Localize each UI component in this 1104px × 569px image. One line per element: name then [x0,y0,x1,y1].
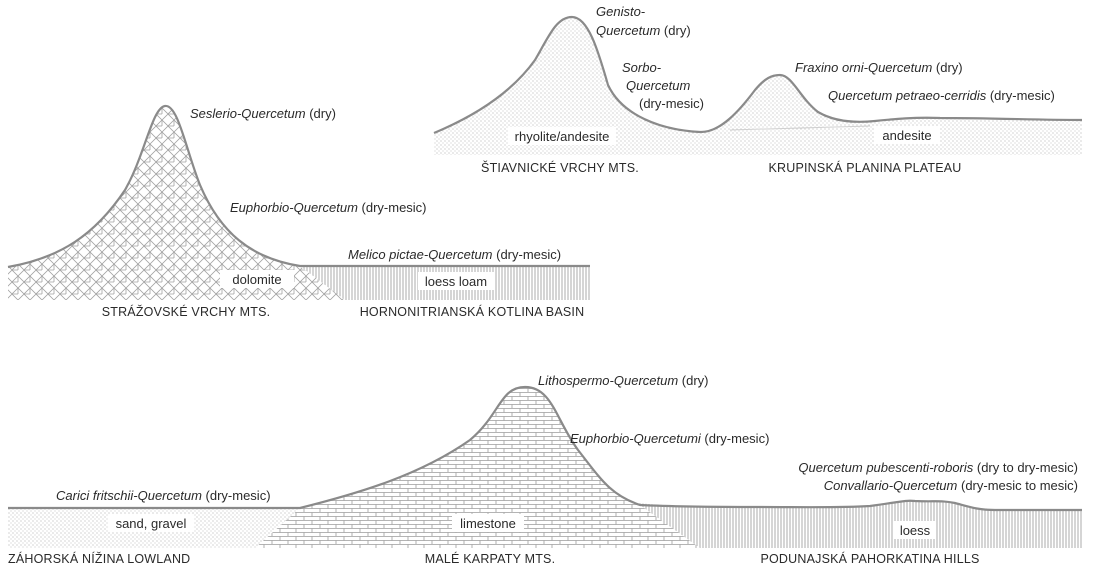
region-hornonitrianska-kotlina: HORNONITRIANSKÁ KOTLINA BASIN [360,304,585,319]
rock-label-dolomite: dolomite [232,272,281,287]
rock-label-limestone: limestone [460,516,516,531]
region-krupinska-planina: KRUPINSKÁ PLANINA PLATEAU [768,160,961,175]
profile-line-bottom [8,385,1082,512]
rock-label-rhyolite-andesite: rhyolite/andesite [515,129,610,144]
veg-sorbo-type: (dry-mesic) [639,96,704,111]
profile-bottom: sand, gravel limestone loess ZÁHORSKÁ NÍ… [8,373,1082,566]
sand-label-bg [108,514,194,532]
profile-stiavnicke-krupinska: rhyolite/andesite andesite ŠTIAVNICKÉ VR… [433,4,1083,175]
veg-convallario-quercetum: Convallario-Quercetum (dry-mesic to mesi… [824,478,1078,493]
limestone-label-bg [452,514,524,532]
loess-loam-label-bg [418,272,494,290]
veg-euphorbio-quercetumi: Euphorbio-Quercetumi (dry-mesic) [570,431,769,446]
dolomite-fill [8,105,345,301]
veg-euphorbio-quercetum: Euphorbio-Quercetum (dry-mesic) [230,200,427,215]
rock-label-loess-loam: loess loam [425,274,487,289]
veg-sorbo-line2: Quercetum [626,78,690,93]
veg-fraxino-orni-quercetum: Fraxino orni-Quercetum (dry) [795,60,963,75]
veg-melico-pictae-quercetum: Melico pictae-Quercetum (dry-mesic) [348,247,561,262]
region-podunajska-pahorkatina: PODUNAJSKÁ PAHORKATINA HILLS [760,551,979,566]
dolomite-label-bg [220,270,294,288]
region-stiavnicke-vrchy: ŠTIAVNICKÉ VRCHY MTS. [481,160,639,175]
andesite-label-bg [874,126,940,144]
region-male-karpaty: MALÉ KARPATY MTS. [425,551,556,566]
rock-label-sand-gravel: sand, gravel [116,516,187,531]
loess-fill [608,500,1082,548]
rock-label-loess: loess [900,523,931,538]
veg-carici-fritschii-quercetum: Carici fritschii-Quercetum (dry-mesic) [56,488,271,503]
veg-seslerio-quercetum: Seslerio-Quercetum (dry) [190,106,336,121]
profile-strazovske: dolomite loess loam STRÁŽOVSKÉ VRCHY MTS… [7,104,590,319]
region-zahorska-nizina: ZÁHORSKÁ NÍŽINA LOWLAND [8,551,190,566]
veg-quercetum-pubescenti-roboris: Quercetum pubescenti-roboris (dry to dry… [798,460,1078,475]
loess-label-bg [894,521,936,539]
veg-quercetum-petraeo-cerridis: Quercetum petraeo-cerridis (dry-mesic) [828,88,1055,103]
rhyolite-andesite-fill [434,17,1082,155]
veg-sorbo-line1: Sorbo- [622,60,662,75]
veg-lithospermo-quercetum: Lithospermo-Quercetum (dry) [538,373,709,388]
veg-genisto-line1: Genisto- [596,4,646,19]
ground-line [729,125,871,131]
profile-line-stiavnicke-krupinska [433,15,1083,135]
region-strazovske-vrchy: STRÁŽOVSKÉ VRCHY MTS. [102,304,271,319]
limestone-fill [255,387,700,548]
rhyolite-label-bg [508,127,616,145]
veg-genisto-quercetum: Quercetum (dry) [596,23,691,38]
rock-label-andesite: andesite [882,128,931,143]
profile-line-strazovske [7,104,590,269]
